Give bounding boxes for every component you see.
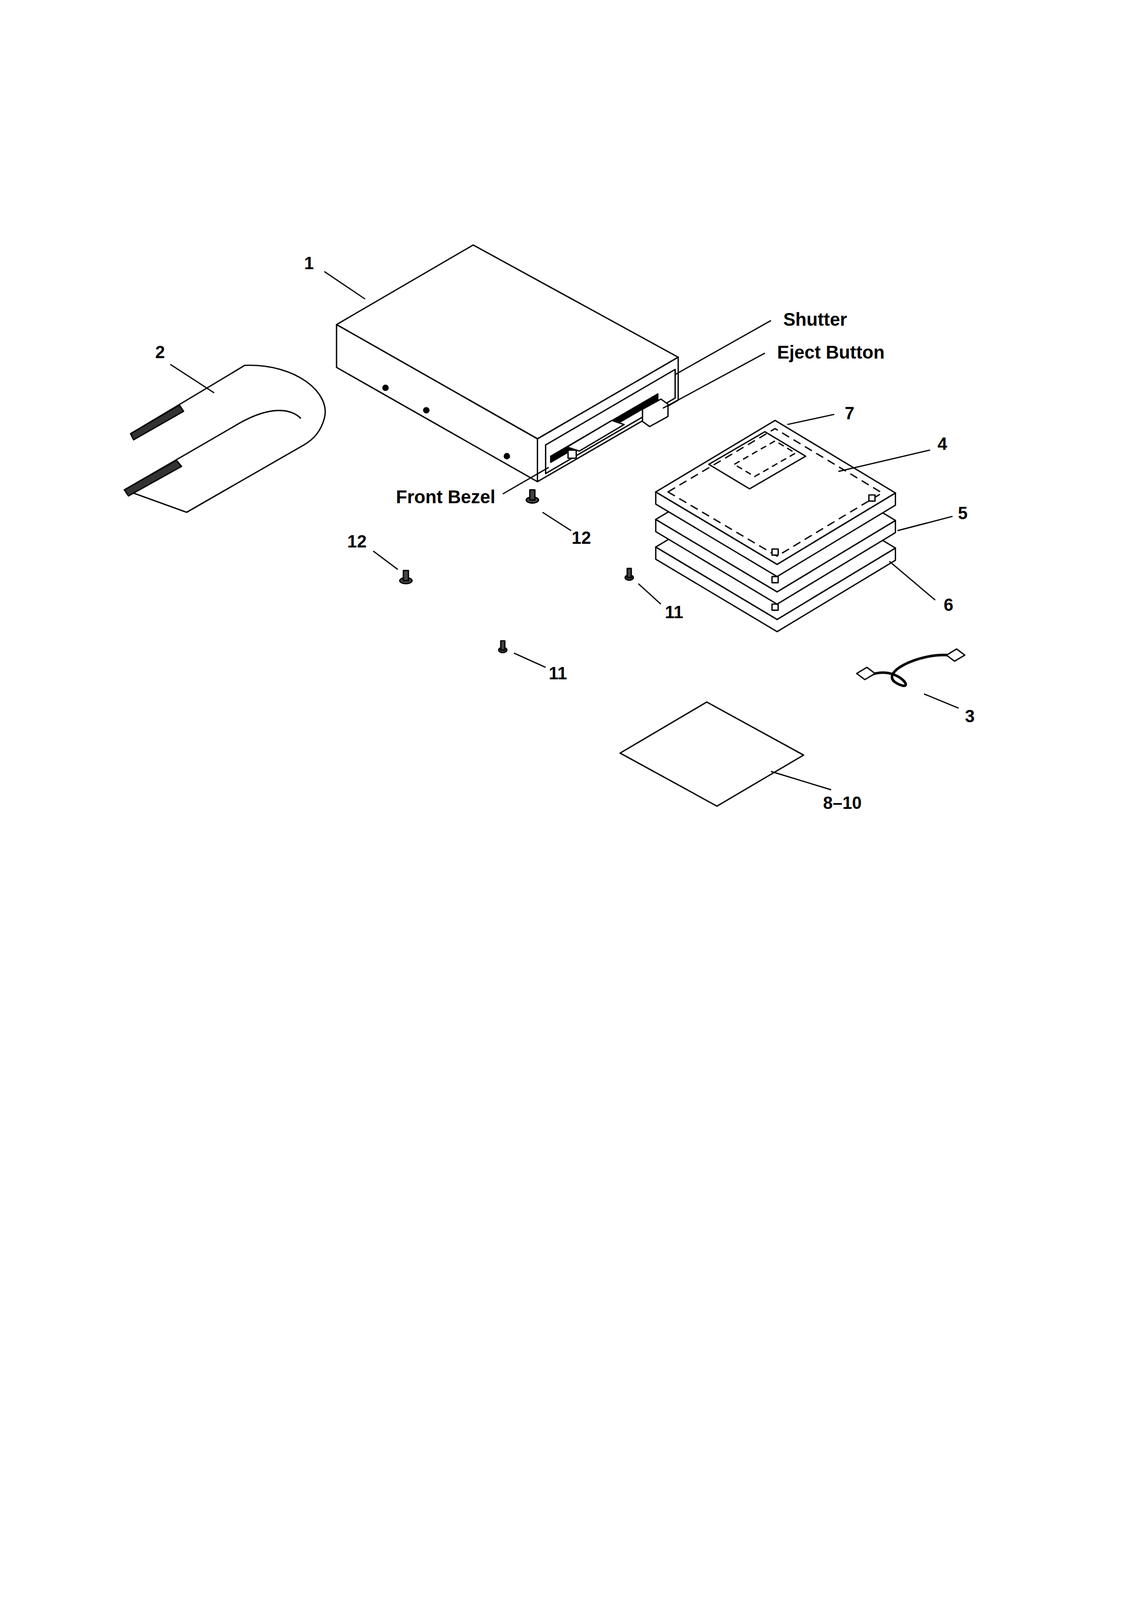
part-name: Shutter [783, 310, 847, 329]
led [568, 449, 577, 458]
screws [399, 489, 634, 653]
callout-number: 1 [304, 254, 314, 272]
callout-number: 11 [548, 664, 567, 682]
shutter [566, 420, 624, 452]
screw-hole [383, 384, 389, 390]
power-cable [856, 648, 965, 686]
document-sheet [620, 701, 805, 806]
ribbon-cable [124, 365, 326, 513]
front-bezel [545, 369, 675, 474]
callout-number: 4 [937, 435, 948, 453]
disk-slot [550, 393, 659, 462]
callout-number: 12 [571, 529, 592, 547]
leader-lines [170, 271, 959, 790]
callout-number: 5 [957, 504, 968, 522]
part-name: Front Bezel [395, 487, 496, 506]
callout-number: 6 [943, 596, 954, 614]
callout-number: 11 [664, 603, 684, 621]
callout-number: 7 [844, 404, 855, 422]
diskettes [655, 420, 896, 632]
screw-hole [504, 453, 510, 459]
eject-button [642, 399, 669, 427]
drive-side [336, 324, 538, 482]
screw-hole [423, 407, 429, 413]
drive-front [537, 357, 679, 482]
part-name: Eject Button [777, 342, 885, 362]
callout-number: 3 [964, 707, 975, 725]
floppy-drive [336, 244, 679, 482]
callout-number: 2 [155, 343, 166, 361]
callout-number: 8–10 [823, 793, 862, 812]
callout-number: 12 [347, 532, 367, 550]
